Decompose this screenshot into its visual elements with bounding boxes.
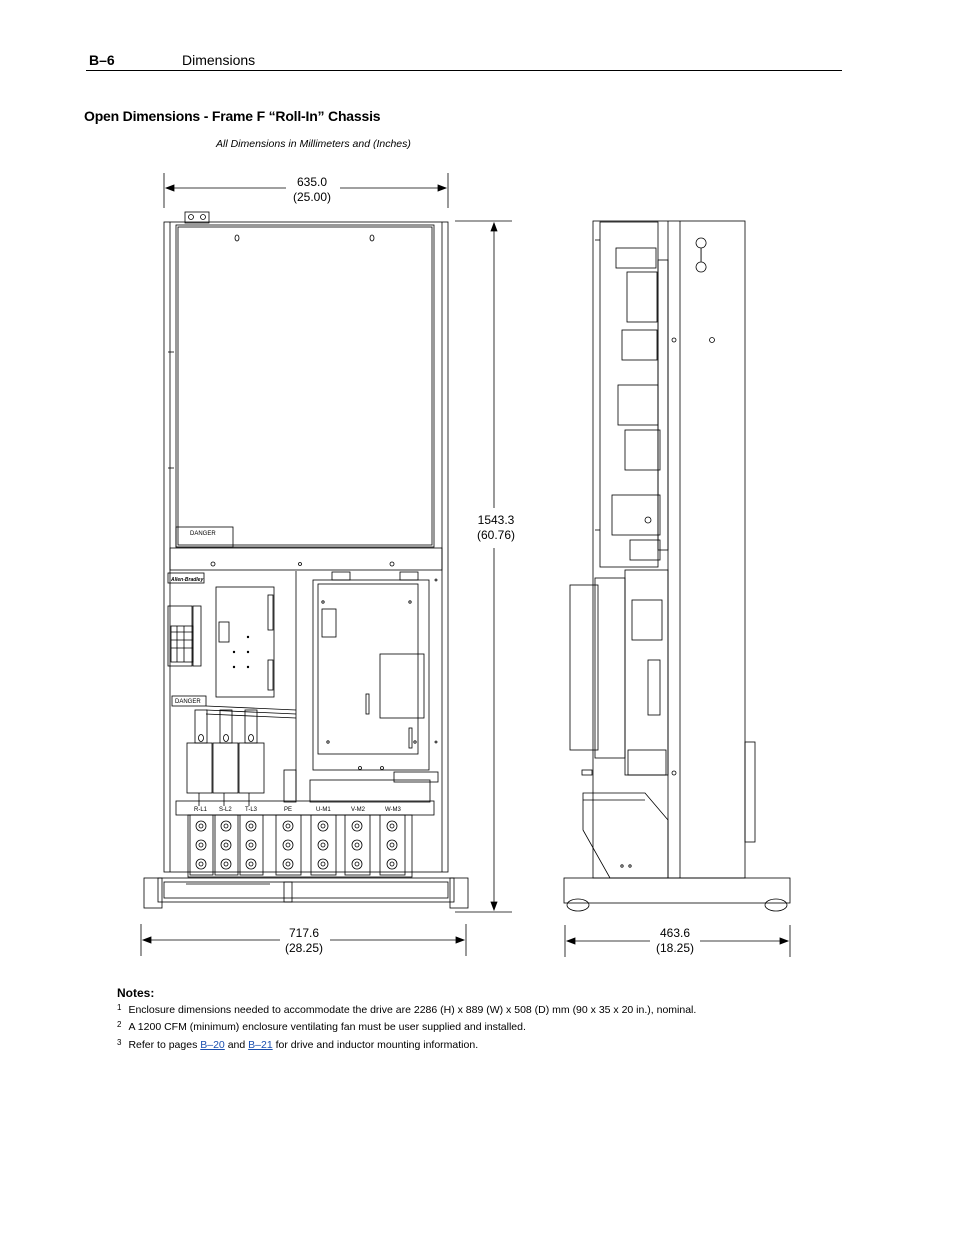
dim-value-in: (25.00) xyxy=(292,190,332,204)
dim-side-depth: 463.6 (18.25) xyxy=(645,926,705,956)
note-3: 3 Refer to pages B–20 and B–21 for drive … xyxy=(117,1038,479,1051)
header-rule xyxy=(86,70,842,71)
note-text: A 1200 CFM (minimum) enclosure ventilati… xyxy=(128,1021,526,1033)
page-number: B–6 xyxy=(89,52,115,68)
note-number: 1 xyxy=(117,1003,122,1012)
terminal-label-r-l1: R-L1 xyxy=(194,807,208,813)
note-text: and xyxy=(224,1039,249,1051)
note-number: 2 xyxy=(117,1020,122,1029)
terminal-block xyxy=(189,814,406,876)
terminal-label-w-m3: W-M3 xyxy=(385,807,402,813)
front-view xyxy=(140,173,512,956)
dim-value-mm: 1543.3 xyxy=(477,513,515,527)
page-link-b20[interactable]: B–20 xyxy=(200,1039,225,1051)
dim-value-mm: 463.6 xyxy=(659,926,691,940)
note-text: for drive and inductor mounting informat… xyxy=(272,1039,479,1051)
dim-front-height: 1543.3 (60.76) xyxy=(470,513,522,543)
terminal-label-t-l3: T-L3 xyxy=(245,807,258,813)
units-note: All Dimensions in Millimeters and (Inche… xyxy=(216,138,411,150)
note-1: 1 Enclosure dimensions needed to accommod… xyxy=(117,1003,697,1016)
dim-value-in: (18.25) xyxy=(655,941,695,955)
section-title: Open Dimensions - Frame F “Roll-In” Chas… xyxy=(84,108,381,124)
dim-front-width-top: 635.0 (25.00) xyxy=(282,175,342,205)
notes-title: Notes: xyxy=(117,986,155,1000)
terminal-label-s-l2: S-L2 xyxy=(219,807,232,813)
dim-value-mm: 635.0 xyxy=(296,175,328,189)
note-2: 2 A 1200 CFM (minimum) enclosure ventilat… xyxy=(117,1020,526,1033)
dim-value-in: (60.76) xyxy=(476,528,516,542)
terminal-label-pe: PE xyxy=(284,807,292,813)
running-header: Dimensions xyxy=(182,52,256,68)
dim-value-mm: 717.6 xyxy=(288,926,320,940)
side-view xyxy=(563,220,791,957)
note-text: Refer to pages xyxy=(128,1039,201,1051)
note-number: 3 xyxy=(117,1038,122,1047)
danger-label-mid: DANGER xyxy=(175,699,201,705)
dim-front-width-bottom: 717.6 (28.25) xyxy=(274,926,334,956)
danger-label-top: DANGER xyxy=(190,531,216,537)
dim-value-in: (28.25) xyxy=(284,941,324,955)
note-text: Enclosure dimensions needed to accommoda… xyxy=(128,1004,697,1016)
terminal-label-u-m1: U-M1 xyxy=(316,807,331,813)
terminal-label-v-m2: V-M2 xyxy=(351,807,366,813)
brand-label: Allen-Bradley xyxy=(170,577,203,583)
page-link-b21[interactable]: B–21 xyxy=(248,1039,273,1051)
